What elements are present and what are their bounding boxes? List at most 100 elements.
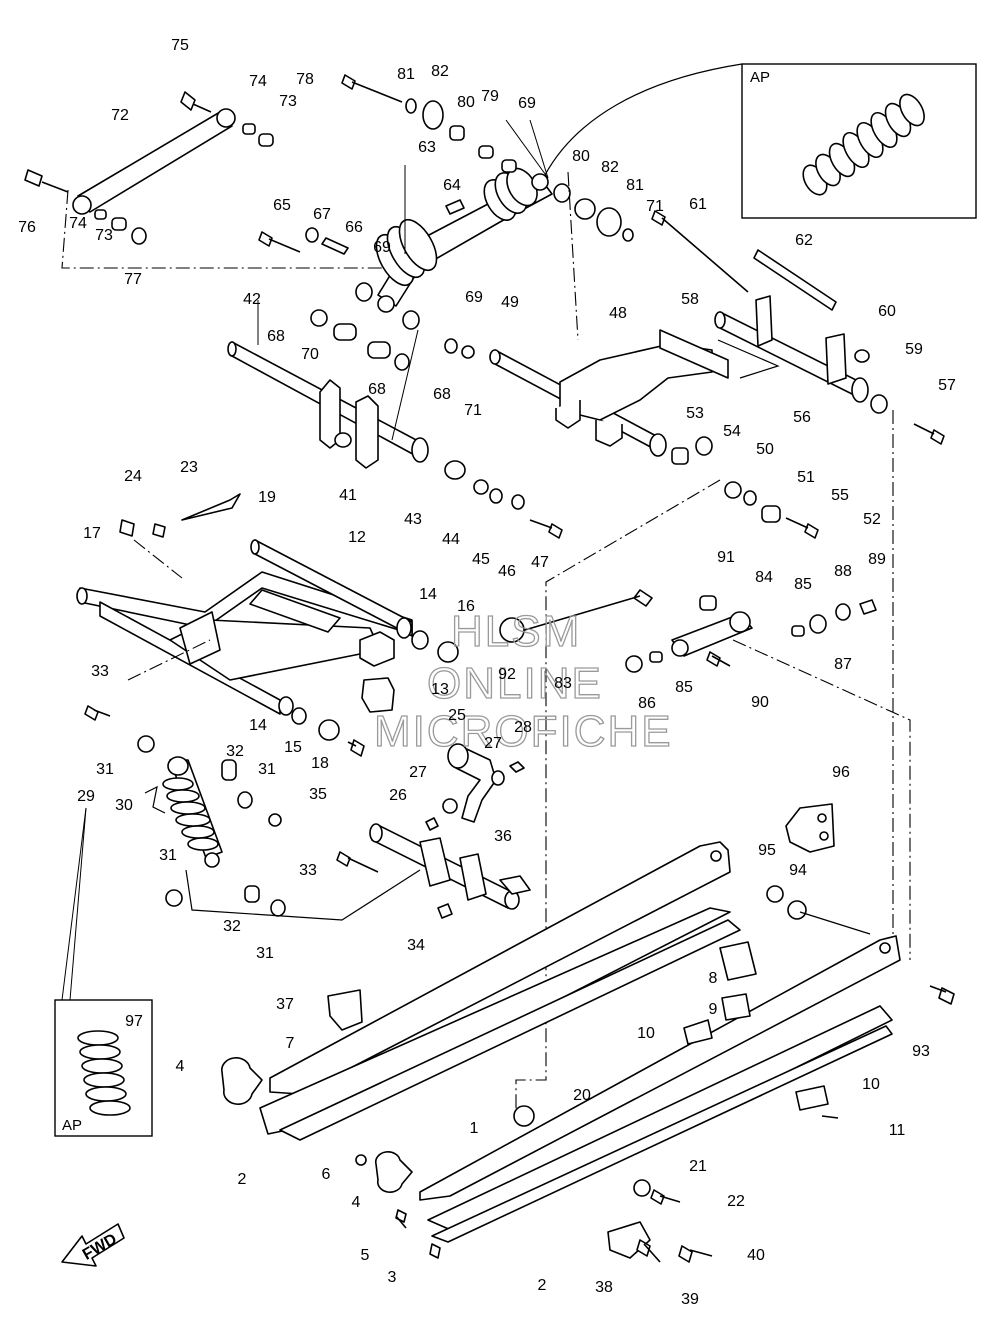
callout-34: 34: [407, 937, 425, 954]
callout-53: 53: [686, 405, 704, 422]
callout-62: 62: [795, 232, 813, 249]
callout-75: 75: [171, 37, 189, 54]
callout-10: 10: [862, 1076, 880, 1093]
callout-74: 74: [249, 73, 267, 90]
callout-5: 5: [361, 1247, 370, 1264]
callout-79: 79: [481, 88, 499, 105]
callout-97: 97: [125, 1013, 143, 1030]
callout-29: 29: [77, 788, 95, 805]
callout-28: 28: [514, 719, 532, 736]
shaft-36: [336, 743, 531, 919]
callout-68: 68: [433, 386, 451, 403]
callout-21: 21: [689, 1158, 707, 1175]
callout-59: 59: [905, 341, 923, 358]
callout-1: 1: [470, 1120, 479, 1137]
inset-ap-label: AP: [750, 69, 770, 86]
callout-63: 63: [418, 139, 436, 156]
watermark-line1: HLSM: [451, 607, 581, 656]
callout-56: 56: [793, 409, 811, 426]
callout-20: 20: [573, 1087, 591, 1104]
rear-arm-48: [489, 249, 945, 457]
callout-69: 69: [465, 289, 483, 306]
callout-74: 74: [69, 215, 87, 232]
callout-80: 80: [572, 148, 590, 165]
callout-94: 94: [789, 862, 807, 879]
callout-60: 60: [878, 303, 896, 320]
callout-58: 58: [681, 291, 699, 308]
callout-32: 32: [223, 918, 241, 935]
callout-68: 68: [368, 381, 386, 398]
callout-33: 33: [91, 663, 109, 680]
callout-90: 90: [751, 694, 769, 711]
callout-41: 41: [339, 487, 357, 504]
bracket-96: [766, 803, 955, 1005]
callout-81: 81: [397, 66, 415, 83]
callout-48: 48: [609, 305, 627, 322]
callout-14: 14: [249, 717, 267, 734]
callout-4: 4: [176, 1058, 185, 1075]
spring-98: [802, 93, 925, 196]
rear-shock-63: [375, 165, 553, 313]
watermark-line3: MICROFICHE: [374, 707, 673, 756]
callout-85: 85: [794, 576, 812, 593]
callout-84: 84: [755, 569, 773, 586]
callout-31: 31: [258, 761, 276, 778]
callout-88: 88: [834, 563, 852, 580]
callout-22: 22: [727, 1193, 745, 1210]
callout-87: 87: [834, 656, 852, 673]
callout-31: 31: [96, 761, 114, 778]
callout-73: 73: [95, 227, 113, 244]
slide-rail-left: [221, 841, 741, 1141]
scissor-link-84: [499, 589, 877, 673]
callout-27: 27: [409, 764, 427, 781]
callout-30: 30: [115, 797, 133, 814]
upper-arm-72: [24, 91, 274, 245]
frame-12: [76, 493, 459, 757]
callout-44: 44: [442, 531, 460, 548]
callout-40: 40: [747, 1247, 765, 1264]
callout-73: 73: [279, 93, 297, 110]
callout-6: 6: [322, 1166, 331, 1183]
callout-47: 47: [531, 554, 549, 571]
callout-54: 54: [723, 423, 741, 440]
callout-85: 85: [675, 679, 693, 696]
callout-67: 67: [313, 206, 331, 223]
callout-69: 69: [518, 95, 536, 112]
inset-top-right: AP: [544, 63, 977, 219]
front-shock-29: [137, 735, 286, 917]
callout-69: 69: [373, 239, 391, 256]
watermark: HLSM ONLINE MICROFICHE: [373, 606, 673, 756]
callout-35: 35: [309, 786, 327, 803]
callout-55: 55: [831, 487, 849, 504]
callout-64: 64: [443, 177, 461, 194]
callout-83: 83: [554, 675, 572, 692]
fwd-arrow: FWD: [61, 1223, 125, 1267]
inset-bottom-left: AP: [54, 807, 153, 1137]
callout-13: 13: [431, 681, 449, 698]
callout-93: 93: [912, 1043, 930, 1060]
callout-95: 95: [758, 842, 776, 859]
callout-38: 38: [595, 1279, 613, 1296]
callout-42: 42: [243, 291, 261, 308]
callout-36: 36: [494, 828, 512, 845]
callout-89: 89: [868, 551, 886, 568]
callout-71: 71: [464, 402, 482, 419]
callout-61: 61: [689, 196, 707, 213]
callout-77: 77: [124, 271, 142, 288]
callout-25: 25: [448, 707, 466, 724]
slide-rail-right: [355, 935, 901, 1263]
front-arm-shaft-42: [227, 309, 429, 469]
callout-70: 70: [301, 346, 319, 363]
inset-ap-label-2: AP: [62, 1117, 82, 1134]
callout-27: 27: [484, 735, 502, 752]
callout-46: 46: [498, 563, 516, 580]
callout-96: 96: [832, 764, 850, 781]
callout-37: 37: [276, 996, 294, 1013]
callout-24: 24: [124, 468, 142, 485]
callout-32: 32: [226, 743, 244, 760]
shock-hardware: [258, 74, 749, 330]
callout-2: 2: [238, 1171, 247, 1188]
callout-78: 78: [296, 71, 314, 88]
